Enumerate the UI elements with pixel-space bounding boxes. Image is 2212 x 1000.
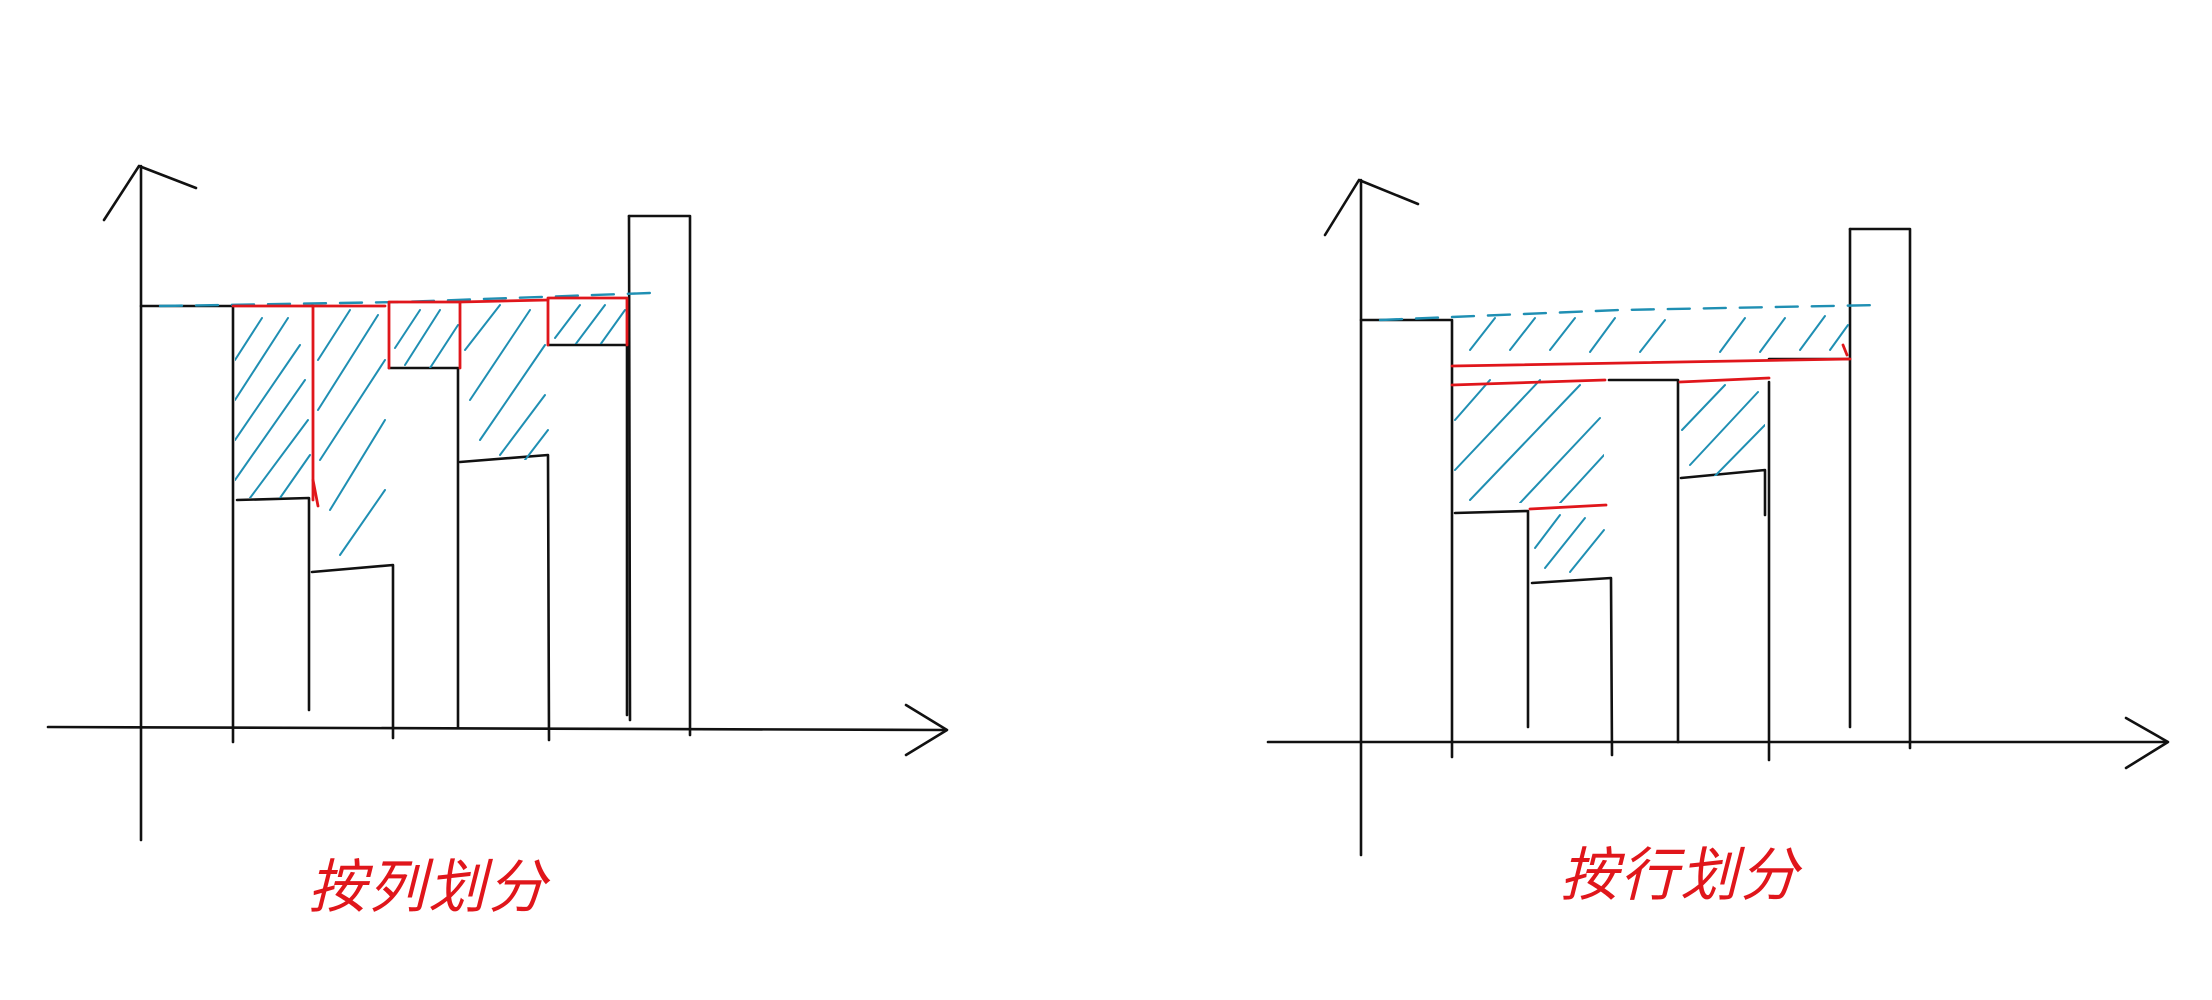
column-highlight (231, 296, 629, 508)
y-axis-arrow (1323, 178, 1420, 237)
bar-1 (1359, 318, 1454, 759)
bar-5 (1679, 468, 1767, 517)
water-hatching (235, 304, 626, 556)
bar-4 (387, 366, 460, 729)
x-axis (46, 725, 948, 732)
panel-row-split (1266, 178, 2170, 857)
panel-column-split (46, 164, 949, 842)
left-panel-caption: 按列划分 (308, 853, 549, 921)
bar-7-left-edge (627, 214, 632, 722)
bar-3 (1530, 576, 1614, 757)
bar-7 (1848, 227, 1912, 750)
column-outline-marker (311, 478, 320, 508)
bar-1 (139, 304, 235, 744)
bar-2 (235, 496, 311, 712)
right-panel-caption: 按行划分 (1560, 841, 1801, 909)
row-outline-2 (1450, 376, 1771, 387)
row-highlight (1450, 343, 1852, 511)
column-outline-1 (231, 304, 315, 502)
water-hatching (1454, 315, 1849, 573)
row-outline-3 (1528, 503, 1608, 511)
row-outline-top (1450, 357, 1852, 368)
bar-7 (627, 214, 692, 737)
bar-3 (310, 563, 395, 740)
column-outline-5 (546, 296, 629, 347)
y-axis-arrow (102, 164, 198, 222)
column-outline-4 (458, 298, 550, 304)
x-axis-arrow (2124, 716, 2170, 770)
x-axis-arrow (904, 703, 949, 757)
bar-2 (1453, 509, 1530, 729)
bar-4 (1607, 378, 1680, 744)
row-outline-marker (1841, 343, 1849, 357)
bar-5 (458, 453, 551, 742)
bar-6 (546, 343, 629, 717)
water-level-line (1378, 303, 1882, 322)
water-level-line (158, 291, 652, 308)
column-outline-3 (387, 300, 462, 370)
